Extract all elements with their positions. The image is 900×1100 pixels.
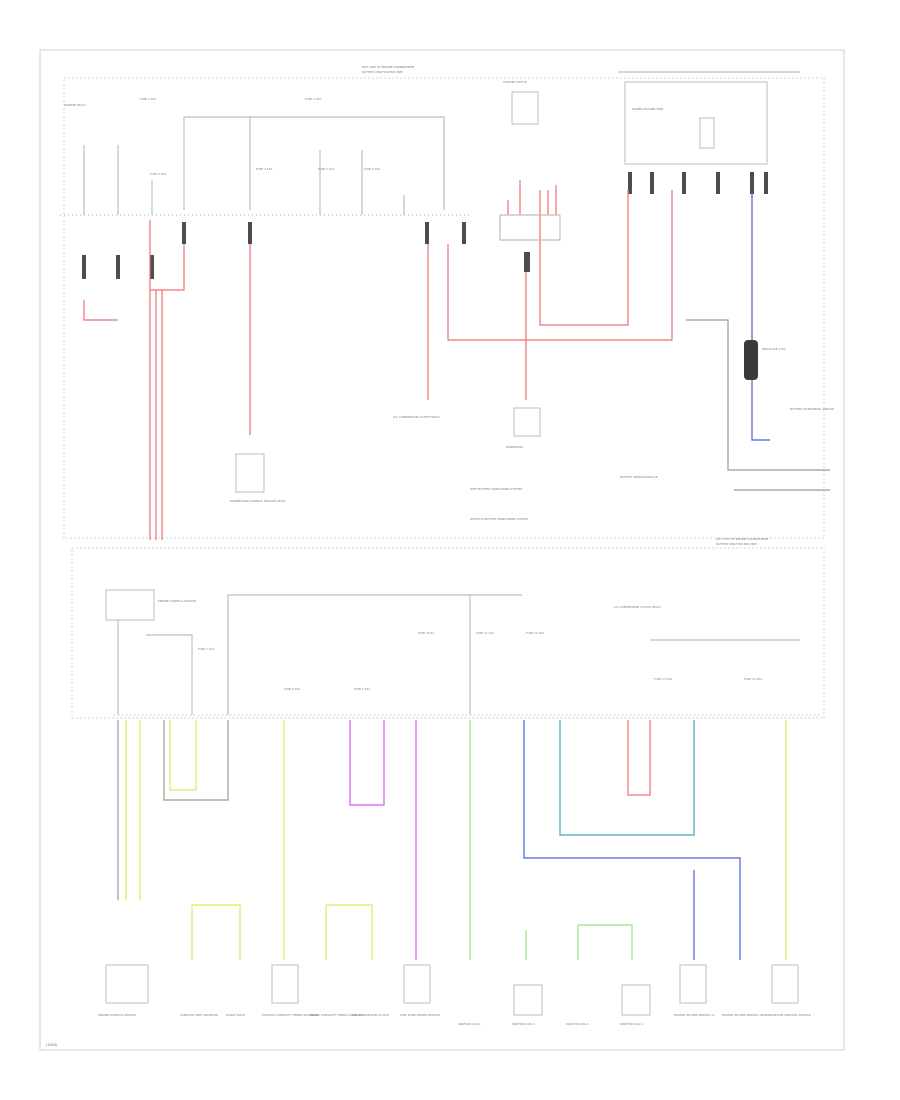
fuse-label-F3: FUSE 3 20A <box>150 172 166 176</box>
starter-relay-label: STARTER RELAY <box>64 103 86 107</box>
fuse-label-F10: FUSE 10 5A <box>418 631 434 635</box>
heated-o2-1-label: HEATED OXYGEN SENSOR 11 <box>674 1013 715 1017</box>
power-distribution-box <box>624 81 768 165</box>
ignition-coil-2-label: IGNITION COIL 2 <box>512 1022 535 1026</box>
top-note-line-1: LEFT SIDE OF ENGINE COMPARTMENT <box>362 65 415 69</box>
bottom-component-boxes <box>105 964 799 1016</box>
diagram-code: (1004) <box>46 1043 58 1047</box>
lower-wires <box>117 720 787 960</box>
ac-relay-lower-label: A/C COMPRESSOR CLUTCH RELAY <box>614 605 661 609</box>
fuel-pump-label: FUEL PUMP DRIVER MODULE <box>400 1013 440 1017</box>
fuse-label-F13: FUSE 13 15A <box>654 677 672 681</box>
fuse-label-F1: FUSE 1 30A <box>305 97 321 101</box>
fuse-label-F4: FUSE 4 15A <box>256 167 272 171</box>
lower-bus <box>227 594 522 715</box>
diagram-frame <box>39 49 845 1051</box>
fuse-label-F12: FUSE 12 20A <box>526 631 544 635</box>
compressor-clutch-label: A/C COMPRESSOR CLUTCH <box>352 1013 389 1017</box>
ground-path-right <box>686 319 830 471</box>
generator-label: GENERATOR <box>506 445 523 449</box>
transmission-label: TRANSMISSION CONTROL MODULE <box>761 1013 811 1017</box>
engine-relay-box <box>105 589 155 621</box>
ignition-coil-1-label: IGNITION COIL 1 <box>458 1022 481 1026</box>
powertrain-relay-box <box>235 453 265 493</box>
ignition-coil-4-label: IGNITION COIL 4 <box>620 1022 643 1026</box>
top-region-border <box>63 77 825 539</box>
legend-1: WITH BATTERY MONITORING SYSTEM <box>470 487 522 491</box>
fuse-label-F9: FUSE 9 15A <box>354 687 370 691</box>
fuse-label-F8: FUSE 8 10A <box>284 687 300 691</box>
starter-motor-box <box>511 91 539 125</box>
pd-inner-relay <box>699 117 715 149</box>
blue-wire-top <box>751 190 770 441</box>
fuse-label-F5: FUSE 5 10A <box>318 167 334 171</box>
fuse-label-F6: FUSE 6 15A <box>364 167 380 171</box>
lower-region-border <box>71 547 825 719</box>
intake-cam-label: INTAKE CAMSHAFT TIMING SOLENOID <box>310 1013 363 1017</box>
megafuse-symbol <box>744 340 758 380</box>
starter-bracket <box>499 214 561 241</box>
purge-valve-label: PURGE VALVE <box>226 1013 245 1017</box>
relay-drop-2 <box>146 634 193 715</box>
exhaust-cam-label: EXHAUST CAMSHAFT TIMING SOLENOID <box>262 1013 318 1017</box>
engine-control-label: ENGINE CONTROL MODULE <box>98 1013 137 1017</box>
power-distribution-label: POWER DISTRIBUTION <box>632 107 663 111</box>
fuse-label-F11: FUSE 11 10A <box>476 631 494 635</box>
top-bus <box>184 116 445 210</box>
top-note-line-2: BATTERY JUNCTION BOX (BJB) <box>362 70 403 74</box>
megafuse-label: MEGAFUSE 275A <box>762 347 786 351</box>
canister-vent-label: CANISTER VENT SOLENOID <box>180 1013 218 1017</box>
mid-note-line-2: BATTERY JUNCTION BOX (BJB) <box>716 542 757 546</box>
fuse-label-F2: FUSE 2 10A <box>140 97 156 101</box>
heated-o2-2-label: HEATED OXYGEN SENSOR 12 <box>722 1013 763 1017</box>
top-fuse-row <box>60 145 470 216</box>
fuse-label-F14: FUSE 14 10A <box>744 677 762 681</box>
connectors-top <box>82 172 768 279</box>
engine-relay-label: ENGINE CONTROL MODULE <box>158 599 197 603</box>
fuse-label-F7: FUSE 7 20A <box>198 647 214 651</box>
generator-box <box>513 407 541 437</box>
ac-compressor-relay-label: A/C COMPRESSOR CLUTCH RELAY <box>393 415 440 419</box>
mid-note-line-1: LEFT SIDE OF ENGINE COMPARTMENT <box>716 537 769 541</box>
battery-sensor-label: BATTERY SENSOR MODULE <box>620 475 658 479</box>
starter-motor-label: STARTER MOTOR <box>503 80 527 84</box>
red-wires-top <box>83 180 673 540</box>
legend-2: WITHOUT BATTERY MONITORING SYSTEM <box>470 517 528 521</box>
ignition-coil-3-label: IGNITION COIL 3 <box>566 1022 589 1026</box>
battery-monitor-label: BATTERY MONITORING SENSOR <box>790 407 834 411</box>
powertrain-relay-label: POWERTRAIN CONTROL MODULE RELAY <box>230 499 286 503</box>
